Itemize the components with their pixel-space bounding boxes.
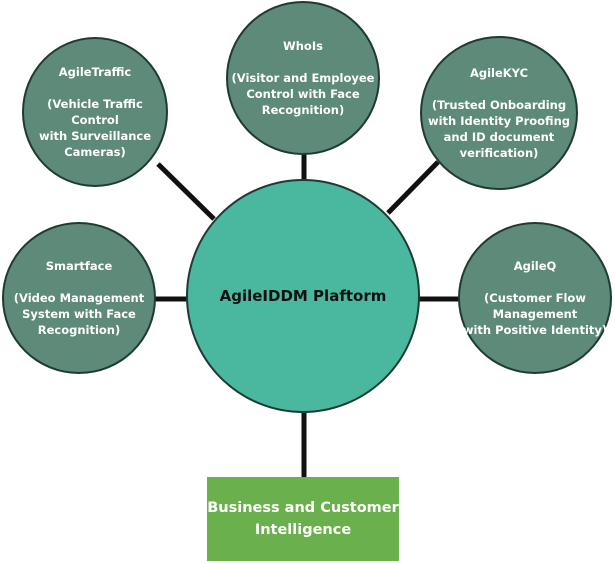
connector-agiletraffic xyxy=(156,162,216,221)
node-agileq-desc: (Customer Flow Management with Positive … xyxy=(462,291,608,337)
output-label: Business and Customer Intelligence xyxy=(207,500,399,538)
node-agiletraffic-title: AgileTraffic xyxy=(58,65,132,79)
node-whois-desc: (Visitor and Employee Control with Face … xyxy=(231,71,375,117)
node-smartface-desc: (Video Management System with Face Recog… xyxy=(13,291,145,337)
node-agilekyc-title: AgileKYC xyxy=(469,66,529,80)
node-agiletraffic-desc: (Vehicle Traffic Control with Surveillan… xyxy=(38,97,152,159)
connector-agilekyc xyxy=(386,160,440,215)
node-agiletraffic: AgileTraffic (Vehicle Traffic Control wi… xyxy=(22,37,168,187)
node-smartface: Smartface (Video Management System with … xyxy=(2,222,156,374)
node-agilekyc-desc: (Trusted Onboarding with Identity Proofi… xyxy=(427,98,571,160)
node-agilekyc: AgileKYC (Trusted Onboarding with Identi… xyxy=(420,36,578,190)
center-platform-node: AgileIDDM Plaftorm xyxy=(186,179,420,413)
node-whois-title: WhoIs xyxy=(283,39,323,53)
node-smartface-title: Smartface xyxy=(45,259,113,273)
output-box: Business and Customer Intelligence xyxy=(207,477,399,561)
center-platform-label: AgileIDDM Plaftorm xyxy=(219,287,387,305)
node-whois: WhoIs (Visitor and Employee Control with… xyxy=(226,1,380,155)
node-agileq-title: AgileQ xyxy=(513,259,557,273)
node-agileq: AgileQ (Customer Flow Management with Po… xyxy=(458,222,612,374)
